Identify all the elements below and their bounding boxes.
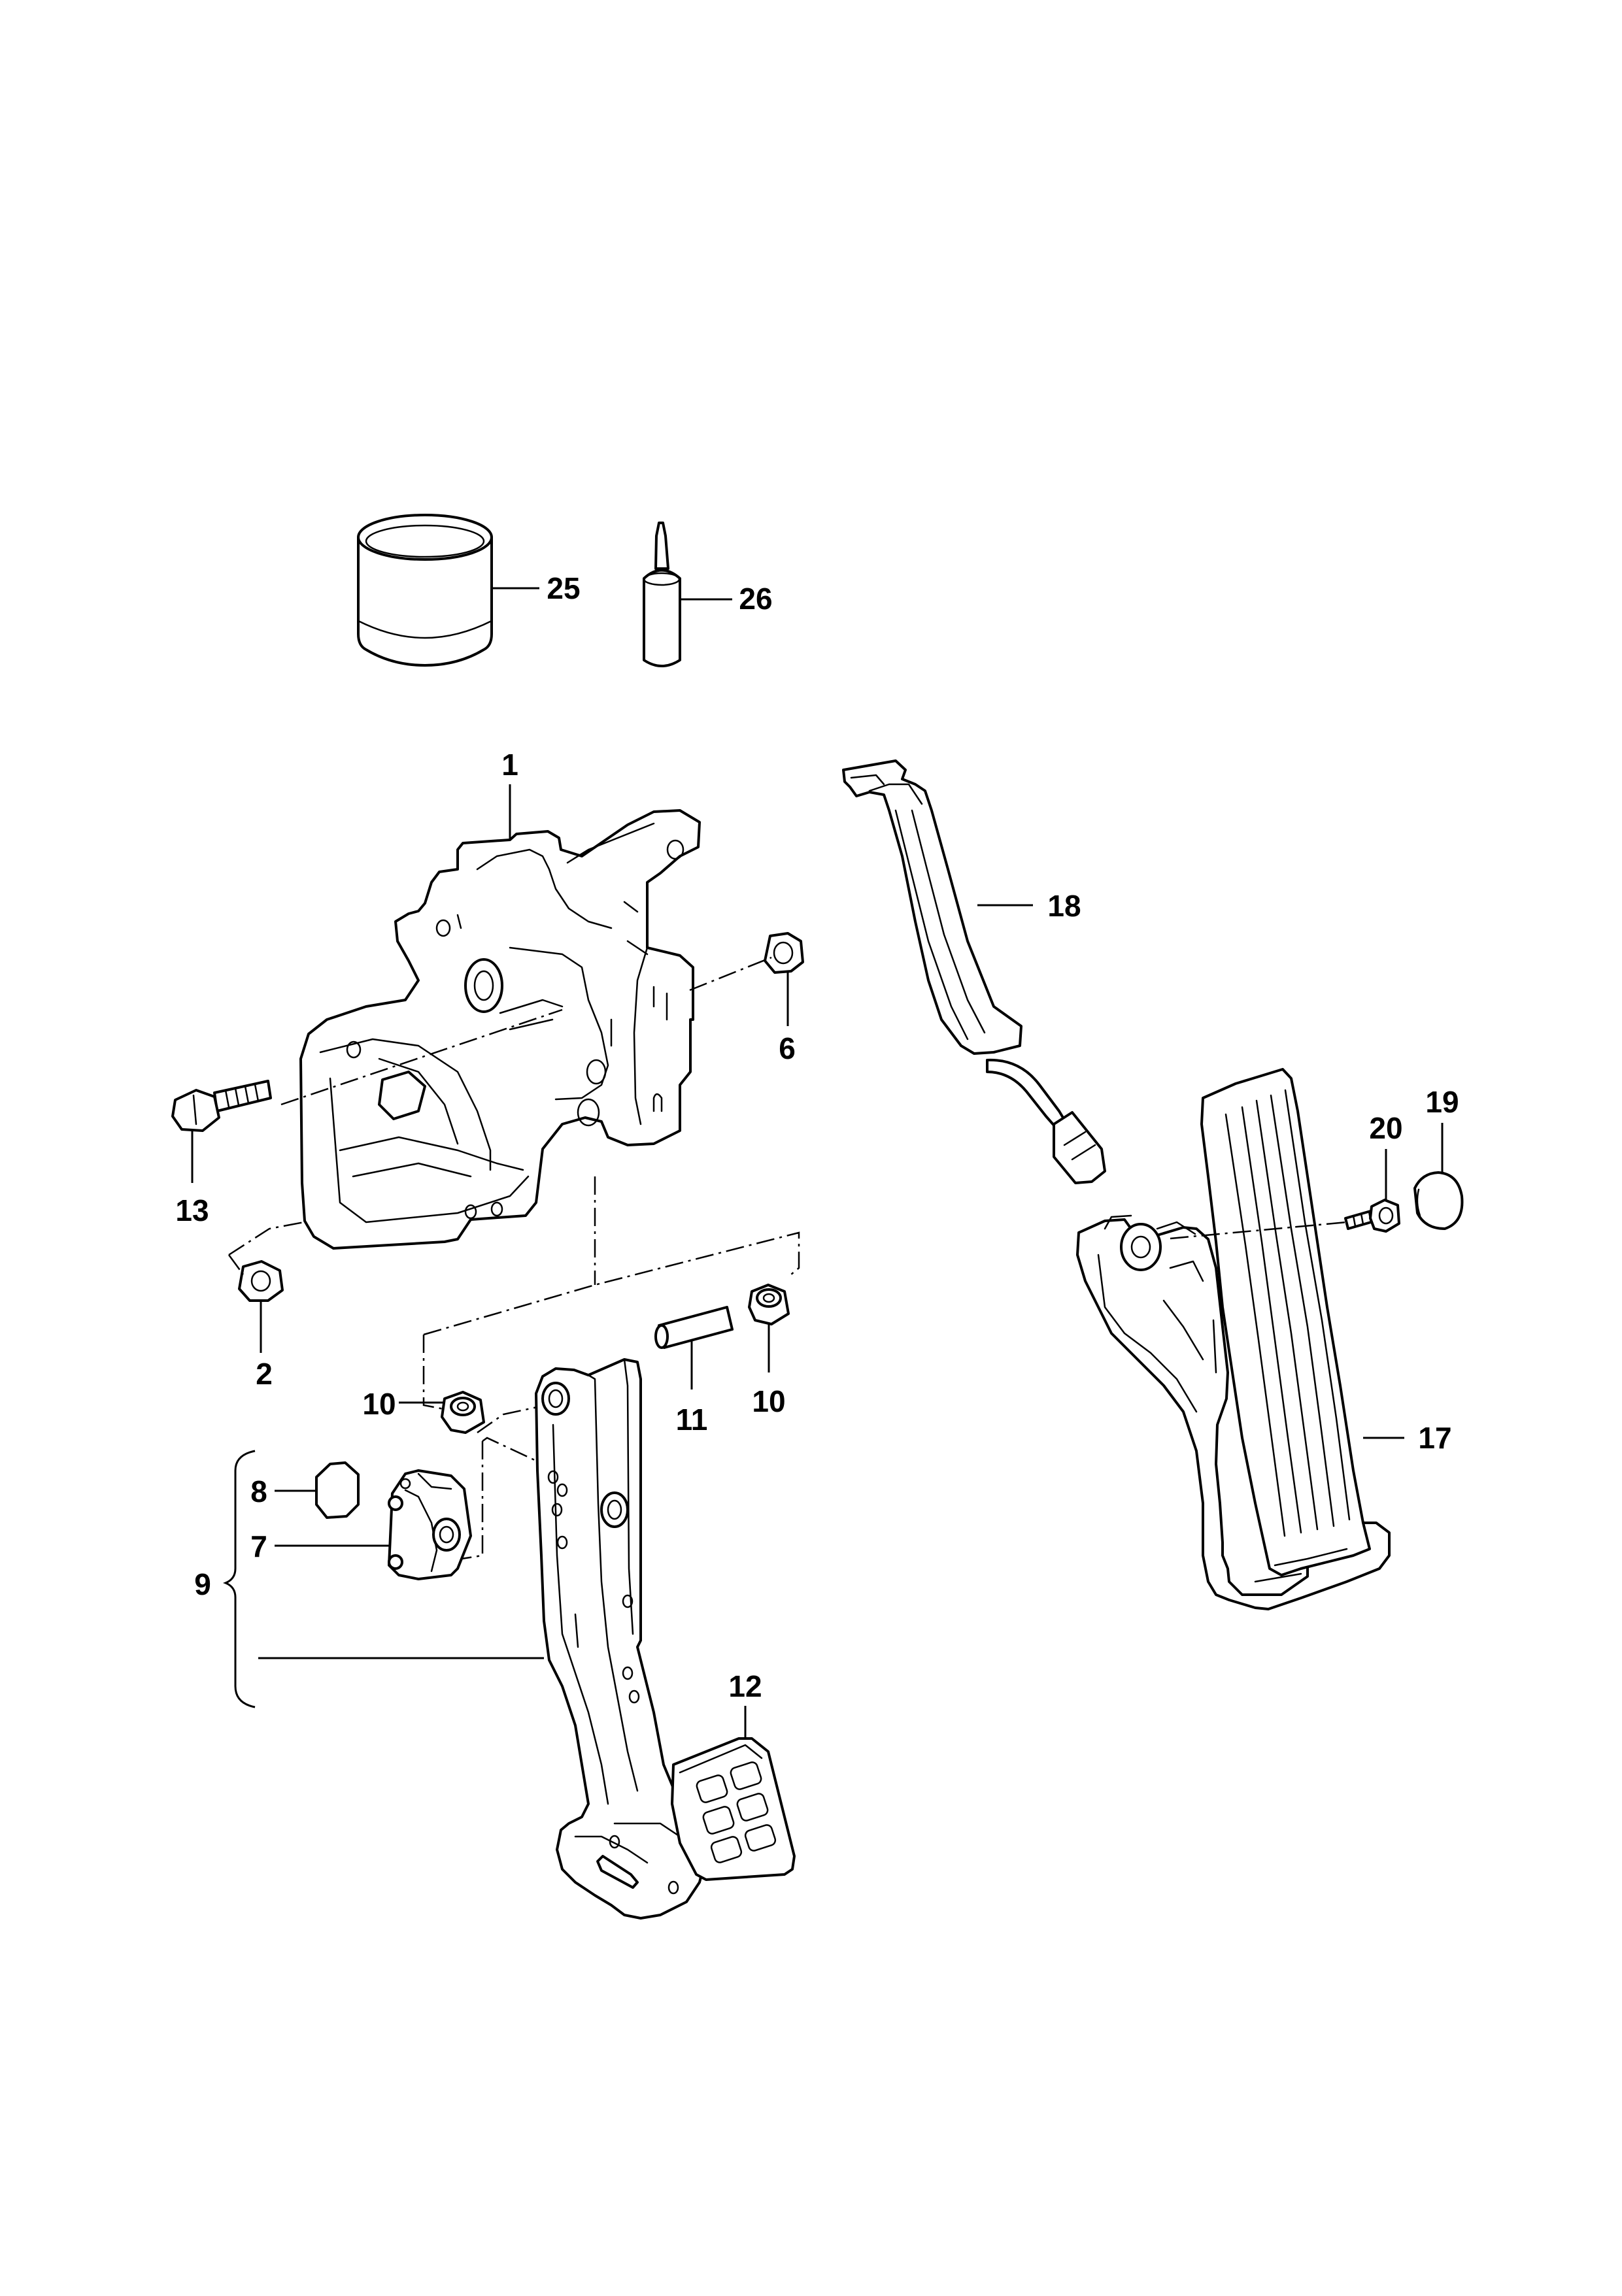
callout-12: 12: [728, 1669, 762, 1703]
callout-20: 20: [1369, 1111, 1402, 1145]
callout-26: 26: [739, 582, 772, 616]
part-25-sleeve: [357, 514, 493, 667]
callout-11: 11: [676, 1403, 708, 1437]
part-19-cap: [1413, 1171, 1464, 1230]
callout-7: 7: [250, 1529, 267, 1563]
part-8-cap: [315, 1461, 360, 1519]
callout-25: 25: [547, 571, 580, 605]
callout-10-left: 10: [362, 1387, 396, 1421]
part-17-accelerator-pedal: [1076, 1068, 1391, 1610]
callout-18: 18: [1047, 889, 1081, 923]
callout-1: 1: [501, 748, 518, 782]
part-9-clutch-pedal: [535, 1358, 707, 1920]
assembly-lines: [228, 956, 800, 1560]
part-2-nut: [238, 1260, 284, 1302]
part-12-pedal-pad: [671, 1737, 796, 1881]
assembly-line-17: [1170, 1221, 1347, 1240]
callout-8: 8: [250, 1474, 267, 1508]
callout-13: 13: [175, 1193, 209, 1227]
callout-10-right: 10: [752, 1384, 785, 1418]
part-1-pedal-bracket: [299, 809, 701, 1250]
part-11-pin: [654, 1306, 734, 1349]
part-10-bushing-right: [748, 1284, 790, 1325]
part-18-pedal-sensor: [842, 759, 1106, 1184]
part-10-bushing-left: [441, 1391, 485, 1434]
callout-2: 2: [256, 1357, 273, 1391]
part-20-screw: [1344, 1199, 1400, 1233]
callout-19: 19: [1425, 1085, 1459, 1119]
part-6-nut: [764, 932, 804, 974]
part-7-spring-holder: [388, 1469, 472, 1580]
part-26-tube: [643, 522, 681, 667]
callout-9: 9: [194, 1567, 211, 1601]
brace-9: [222, 1450, 544, 1708]
callout-17: 17: [1418, 1421, 1451, 1455]
callout-6: 6: [779, 1031, 796, 1065]
part-13-bolt: [171, 1080, 272, 1132]
